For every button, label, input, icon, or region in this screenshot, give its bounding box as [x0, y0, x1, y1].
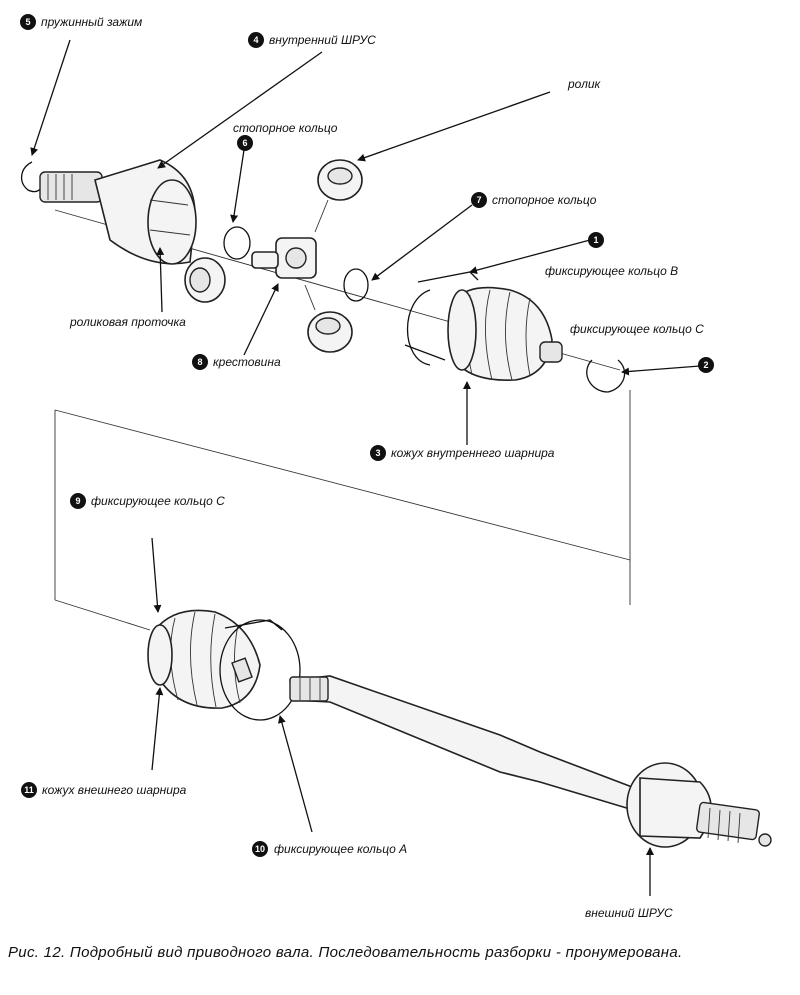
- badge-2: 2: [698, 357, 714, 373]
- label-outer-cv-joint: внешний ШРУС: [585, 906, 673, 920]
- badge-5: 5: [20, 14, 36, 30]
- badge-8: 8: [192, 354, 208, 370]
- badge-2-num: 2: [703, 360, 708, 370]
- badge-11: 11: [21, 782, 37, 798]
- label-snap-ring-6: стопорное кольцо: [233, 121, 338, 135]
- label-roller-groove: роликовая проточка: [69, 315, 186, 329]
- inner-joint-boot: [447, 286, 563, 381]
- badge-7-num: 7: [476, 195, 481, 205]
- badge-4: 4: [248, 32, 264, 48]
- figure-caption: Рис. 12. Подробный вид приводного вала. …: [8, 944, 683, 961]
- badge-10-num: 10: [255, 844, 265, 854]
- roller-bottom: [307, 311, 353, 353]
- label-fixing-ring-c-top: фиксирующее кольцо С: [570, 322, 704, 336]
- label-fixing-ring-c-bottom: фиксирующее кольцо С: [91, 494, 225, 508]
- spring-clip: [21, 161, 43, 193]
- outer-joint-boot: [147, 609, 261, 709]
- label-fixing-ring-a: фиксирующее кольцо А: [274, 842, 407, 856]
- snap-ring-6: [223, 226, 251, 260]
- badge-1-num: 1: [593, 235, 598, 245]
- leader-lines: [30, 39, 701, 896]
- badge-6: 6: [237, 135, 253, 151]
- drive-shaft-exploded-diagram: 5 4 6 7 1 2 8 3 9 11 10 пружинный зажим: [20, 14, 772, 920]
- spider: [251, 199, 329, 311]
- label-inner-joint-boot: кожух внутреннего шарнира: [391, 446, 555, 460]
- badge-9-num: 9: [75, 496, 80, 506]
- drive-shaft: [289, 675, 641, 814]
- outer-cv-joint: [626, 762, 772, 848]
- badge-1: 1: [588, 232, 604, 248]
- badge-11-num: 11: [24, 785, 34, 795]
- exploded-frame: [54, 209, 631, 631]
- label-spider: крестовина: [213, 355, 281, 369]
- badge-7: 7: [471, 192, 487, 208]
- fixing-ring-a: [219, 619, 301, 721]
- badge-4-num: 4: [253, 35, 258, 45]
- label-spring-clip: пружинный зажим: [41, 15, 142, 29]
- inner-cv-joint: [39, 159, 197, 265]
- badge-3: 3: [370, 445, 386, 461]
- badge-6-num: 6: [242, 138, 247, 148]
- snap-ring-7: [343, 268, 369, 302]
- label-outer-joint-boot: кожух внешнего шарнира: [42, 783, 187, 797]
- badge-5-num: 5: [25, 17, 30, 27]
- fixing-ring-c-top: [586, 359, 626, 393]
- badge-9: 9: [70, 493, 86, 509]
- badge-10: 10: [252, 841, 268, 857]
- badge-3-num: 3: [375, 448, 380, 458]
- label-roller: ролик: [567, 77, 602, 91]
- label-fixing-ring-b: фиксирующее кольцо В: [545, 264, 678, 278]
- badge-8-num: 8: [197, 357, 202, 367]
- label-inner-cv-joint: внутренний ШРУС: [269, 33, 376, 47]
- label-snap-ring-7: стопорное кольцо: [492, 193, 597, 207]
- roller-top: [317, 159, 363, 201]
- roller-left: [184, 257, 226, 303]
